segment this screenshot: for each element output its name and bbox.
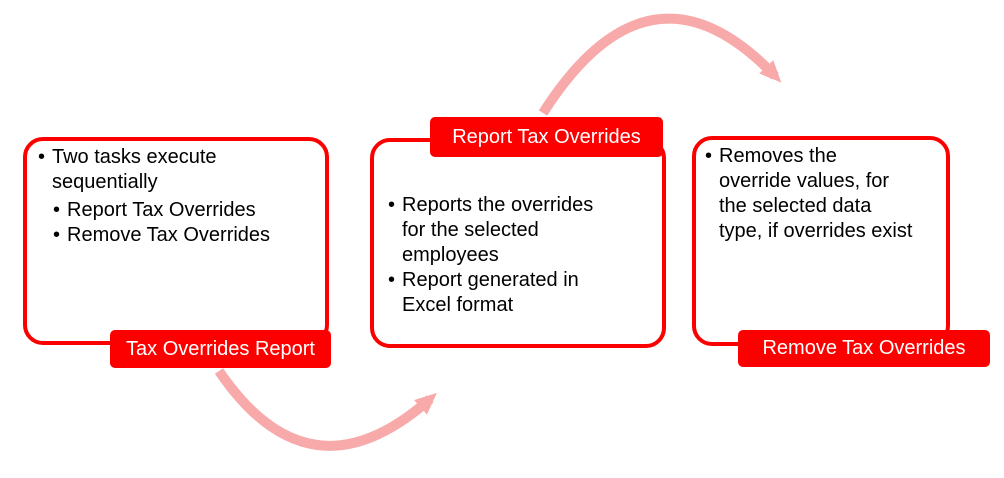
bullet-text: Report Tax Overrides — [67, 199, 256, 221]
bullet-item: • Remove Tax Overrides — [53, 223, 317, 248]
bullet-marker: • — [388, 269, 396, 291]
label-tax-overrides-report: Tax Overrides Report — [110, 330, 331, 368]
bullet-text: Reports the overrides for the selected e… — [402, 194, 594, 266]
bullet-item: • Report Tax Overrides — [53, 198, 317, 223]
bullet-marker: • — [53, 199, 61, 221]
bullet-text: Removes the override values, for the sel… — [719, 145, 913, 242]
card-report-tax-overrides: • Reports the overrides for the selected… — [370, 138, 666, 348]
bullet-marker: • — [53, 224, 61, 246]
card-remove-tax-overrides: • Removes the override values, for the s… — [692, 136, 950, 346]
curved-arrow-bottom-icon — [214, 368, 437, 451]
bullet-item: • Reports the overrides for the selected… — [388, 193, 616, 268]
bullet-item: • Two tasks execute sequentially — [38, 145, 317, 195]
bullet-marker: • — [705, 145, 713, 167]
bullet-text: Remove Tax Overrides — [67, 224, 271, 246]
label-remove-tax-overrides: Remove Tax Overrides — [738, 330, 990, 367]
curved-arrow-top-icon — [538, 13, 782, 116]
card-bullet-list: • Removes the override values, for the s… — [696, 140, 921, 244]
bullet-item: • Removes the override values, for the s… — [705, 144, 913, 244]
bullet-text: Two tasks execute sequentially — [52, 146, 217, 193]
bullet-text: Report generated in Excel format — [402, 269, 579, 316]
bullet-marker: • — [38, 146, 46, 168]
card-tax-overrides-report: • Two tasks execute sequentially • Repor… — [23, 137, 329, 345]
card-bullet-list: • Two tasks execute sequentially • Repor… — [27, 141, 325, 248]
bullet-item: • Report generated in Excel format — [388, 268, 616, 318]
label-report-tax-overrides: Report Tax Overrides — [430, 117, 663, 157]
card-bullet-list: • Reports the overrides for the selected… — [374, 142, 624, 318]
bullet-marker: • — [388, 194, 396, 216]
